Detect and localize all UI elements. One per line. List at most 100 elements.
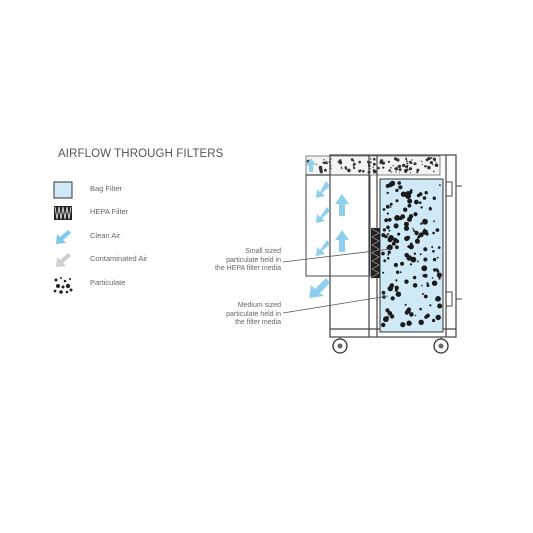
particulate-dot [419, 253, 422, 256]
particulate-dot [399, 172, 401, 174]
particulate-dot [416, 168, 420, 172]
callout-medium-line-1: Medium sized [237, 302, 281, 309]
particulate-dot [428, 207, 432, 211]
particulate-dot [388, 182, 393, 188]
particulate-dot [389, 314, 395, 319]
callout-medium-line-2: particulate held in [226, 310, 281, 318]
particulate-dot [391, 241, 396, 246]
legend-item-bag-filter: Bag Filter [52, 180, 202, 200]
legend-item-clean-air: Clean Air [52, 227, 202, 247]
particulate-dot [395, 188, 399, 192]
particulate-dot [359, 169, 362, 172]
clean-air-arrow-up-1 [335, 194, 349, 216]
particulate-dot [391, 171, 393, 173]
hepa-filter-media [371, 228, 380, 278]
particulate-dot [394, 225, 398, 229]
particulate-dot [347, 168, 351, 173]
particulate-dot [389, 202, 393, 206]
particulate-dot [362, 169, 365, 173]
particulate-dot [405, 191, 411, 197]
particulate-dot [430, 157, 433, 159]
legend-item-contaminated-air: Contaminated Air [52, 250, 202, 270]
particulate-dot [395, 171, 397, 173]
particulate-dot [416, 171, 419, 174]
particulate-dot [413, 252, 417, 255]
particulate-dot [393, 262, 398, 268]
particulate-dot [395, 245, 399, 250]
bag-filter-icon [53, 181, 73, 199]
particulate-dot [388, 218, 392, 222]
particulate-dot [404, 303, 407, 306]
particulate-dot [414, 314, 417, 317]
particulate-dot [432, 250, 435, 253]
particulate-dot [387, 253, 390, 256]
particulate-dot [395, 199, 399, 203]
particulate-dot [394, 167, 399, 171]
particulate-dot [399, 271, 402, 274]
particulate-dot [416, 193, 421, 198]
particulate-dot [412, 227, 414, 230]
particulate-dot [337, 160, 340, 163]
legend-label-hepa-filter: HEPA Filter [90, 207, 129, 216]
particulate-dot [408, 160, 412, 164]
particulate-dot [417, 260, 419, 263]
particulate-dot [340, 167, 343, 170]
particulate-dot [404, 236, 410, 242]
particulate-dot [388, 169, 392, 172]
particulate-dot [372, 162, 376, 166]
particulate-dot [344, 166, 347, 169]
particulate-dot [425, 158, 429, 162]
particulate-dot [436, 272, 442, 278]
particulate-icon [53, 277, 73, 294]
particulate-dot [408, 167, 413, 171]
particulate-dot [426, 284, 430, 287]
particulate-dot [397, 164, 402, 168]
particulate-dot [405, 160, 408, 163]
particulate-dot [418, 319, 424, 325]
legend-item-particulate: Particulate [52, 274, 202, 294]
particulate-dot [400, 261, 405, 266]
particulate-dot [405, 158, 408, 161]
particulate-dot [366, 160, 369, 163]
particulate-dot [382, 166, 385, 169]
particulate-dot [382, 208, 386, 211]
callout-medium-particulate: Medium sized particulate held in the fil… [226, 302, 281, 328]
particulate-dot [383, 259, 387, 263]
particulate-dot [382, 271, 385, 274]
particulate-dot [432, 231, 435, 235]
particulate-dot [424, 165, 427, 168]
clean-air-arrow-diag-2 [316, 207, 330, 223]
particulate-dot [395, 239, 400, 244]
particulate-dot [377, 166, 380, 170]
particulate-dot [319, 170, 323, 174]
particulate-dot [435, 296, 441, 302]
particulate-dot [352, 160, 355, 162]
clean-air-arrow-exit [309, 278, 330, 298]
clean-air-arrow-diag-1 [316, 181, 330, 198]
particulate-dot [324, 168, 327, 172]
particulate-dot [386, 191, 389, 195]
clean-air-arrow-top [306, 158, 316, 172]
particulate-dot [373, 157, 376, 161]
particulate-dot [409, 245, 414, 250]
particulate-dot [398, 168, 402, 172]
particulate-dot [353, 162, 356, 166]
particulate-dot [392, 165, 394, 167]
particulate-dot [431, 246, 434, 248]
particulate-dot [437, 303, 443, 309]
particulate-dot [422, 274, 426, 278]
air-chamber [305, 174, 371, 300]
intake-particulate-band [305, 155, 441, 176]
particulate-dot [386, 257, 390, 260]
particulate-dot [423, 228, 426, 231]
particulate-dot [423, 294, 428, 299]
particulate-dot [432, 257, 437, 262]
particulate-dot [406, 255, 413, 261]
particulate-dot [422, 196, 427, 200]
callout-small-particulate: Small sized particulate held in the HEPA… [215, 248, 281, 274]
particulate-dot [432, 196, 436, 200]
particulate-dot [422, 229, 428, 235]
particulate-dot [390, 296, 395, 301]
